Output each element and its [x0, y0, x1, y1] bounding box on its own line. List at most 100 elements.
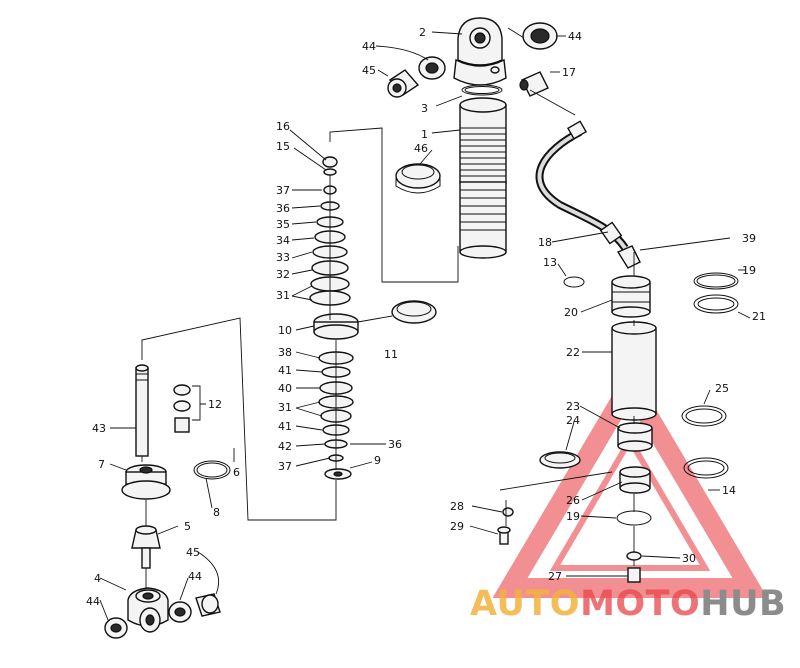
- shaft-43: [135, 364, 149, 457]
- label-39: 39: [742, 232, 756, 245]
- elbow-fitting-39: [616, 245, 641, 269]
- watermark-logo: AUTOMOTOHUB: [470, 584, 786, 624]
- bushings-12: [173, 384, 191, 433]
- reservoir-cap-20: [611, 275, 651, 318]
- label-8: 8: [213, 506, 220, 519]
- label-14: 14: [722, 484, 736, 497]
- label-37-a: 37: [276, 184, 290, 197]
- label-45-b: 45: [186, 546, 200, 559]
- label-35: 35: [276, 218, 290, 231]
- leader-lines: [99, 27, 751, 621]
- label-11: 11: [384, 348, 398, 361]
- watermark-hub: HUB: [700, 584, 787, 624]
- label-10: 10: [278, 324, 292, 337]
- nut-16: [322, 156, 338, 168]
- bushing-45-top: [387, 69, 420, 98]
- label-29: 29: [450, 520, 464, 533]
- label-37-b: 37: [278, 460, 292, 473]
- label-20: 20: [564, 306, 578, 319]
- shock-body-1: [459, 97, 507, 259]
- label-6: 6: [233, 466, 240, 479]
- label-40: 40: [278, 382, 292, 395]
- label-2: 2: [419, 26, 426, 39]
- label-44-d: 44: [86, 595, 100, 608]
- label-27: 27: [548, 570, 562, 583]
- label-38: 38: [278, 346, 292, 359]
- label-32: 32: [276, 268, 290, 281]
- label-28: 28: [450, 500, 464, 513]
- label-26: 26: [566, 494, 580, 507]
- label-3: 3: [421, 102, 428, 115]
- o-ring-19-bottom: [616, 510, 652, 526]
- label-44-b: 44: [362, 40, 376, 53]
- bushing-44-bottom-right: [168, 601, 192, 623]
- label-13: 13: [543, 256, 557, 269]
- label-44-c: 44: [188, 570, 202, 583]
- o-ring-13: [563, 276, 585, 288]
- bushing-45-bottom: [195, 593, 221, 617]
- bushing-44-top-right: [522, 22, 558, 50]
- shock-eye-top: [453, 17, 507, 86]
- part-labels: 2 44 44 45 17 3 1 46 16 15 37 36 35 34 3…: [86, 26, 766, 608]
- label-41-a: 41: [278, 364, 292, 377]
- label-19-b: 19: [566, 510, 580, 523]
- eye-5: [131, 525, 161, 569]
- label-17: 17: [562, 66, 576, 79]
- label-19-a: 19: [742, 264, 756, 277]
- label-24: 24: [566, 414, 580, 427]
- label-30: 30: [682, 552, 696, 565]
- screw-29: [497, 526, 511, 545]
- label-7: 7: [98, 458, 105, 471]
- bushing-44-bottom-left: [104, 617, 128, 639]
- label-33: 33: [276, 251, 290, 264]
- label-5: 5: [184, 520, 191, 533]
- label-31-b: 31: [278, 401, 292, 414]
- ring-6-8: [193, 460, 231, 480]
- bushing-44-top-left: [418, 56, 446, 80]
- label-25: 25: [715, 382, 729, 395]
- label-15: 15: [276, 140, 290, 153]
- label-4: 4: [94, 572, 101, 585]
- o-ring-14: [683, 457, 729, 479]
- label-36-b: 36: [388, 438, 402, 451]
- label-46: 46: [414, 142, 428, 155]
- label-41-b: 41: [278, 420, 292, 433]
- cap-28: [502, 507, 514, 517]
- valve-27: [627, 567, 641, 583]
- bumper-7: [121, 464, 171, 500]
- watermark-moto: MOTO: [580, 584, 701, 624]
- label-36-a: 36: [276, 202, 290, 215]
- fitting-17: [519, 71, 549, 97]
- piston-23: [617, 422, 653, 452]
- washer-9: [324, 468, 352, 480]
- ring-11: [391, 300, 437, 324]
- piston-10: [313, 313, 359, 340]
- reservoir-tube-22: [611, 321, 657, 421]
- label-31-a: 31: [276, 289, 290, 302]
- bottom-eye-4: [127, 587, 169, 633]
- o-ring-25: [681, 405, 727, 427]
- hose-18: [535, 120, 629, 251]
- label-1: 1: [421, 128, 428, 141]
- label-42: 42: [278, 440, 292, 453]
- label-43: 43: [92, 422, 106, 435]
- label-12: 12: [208, 398, 222, 411]
- end-cap-26: [619, 466, 651, 494]
- label-21: 21: [752, 310, 766, 323]
- watermark-auto: AUTO: [470, 584, 581, 624]
- ring-46: [395, 163, 441, 194]
- label-18: 18: [538, 236, 552, 249]
- label-9: 9: [374, 454, 381, 467]
- o-ring-21: [693, 294, 739, 314]
- label-34: 34: [276, 234, 290, 247]
- label-23: 23: [566, 400, 580, 413]
- label-22: 22: [566, 346, 580, 359]
- label-16: 16: [276, 120, 290, 133]
- o-ring-3: [461, 84, 503, 96]
- o-ring-19-top: [693, 272, 739, 290]
- label-45-a: 45: [362, 64, 376, 77]
- label-44-a: 44: [568, 30, 582, 43]
- washer-30: [626, 551, 642, 561]
- shim-stack-upper: [309, 185, 351, 306]
